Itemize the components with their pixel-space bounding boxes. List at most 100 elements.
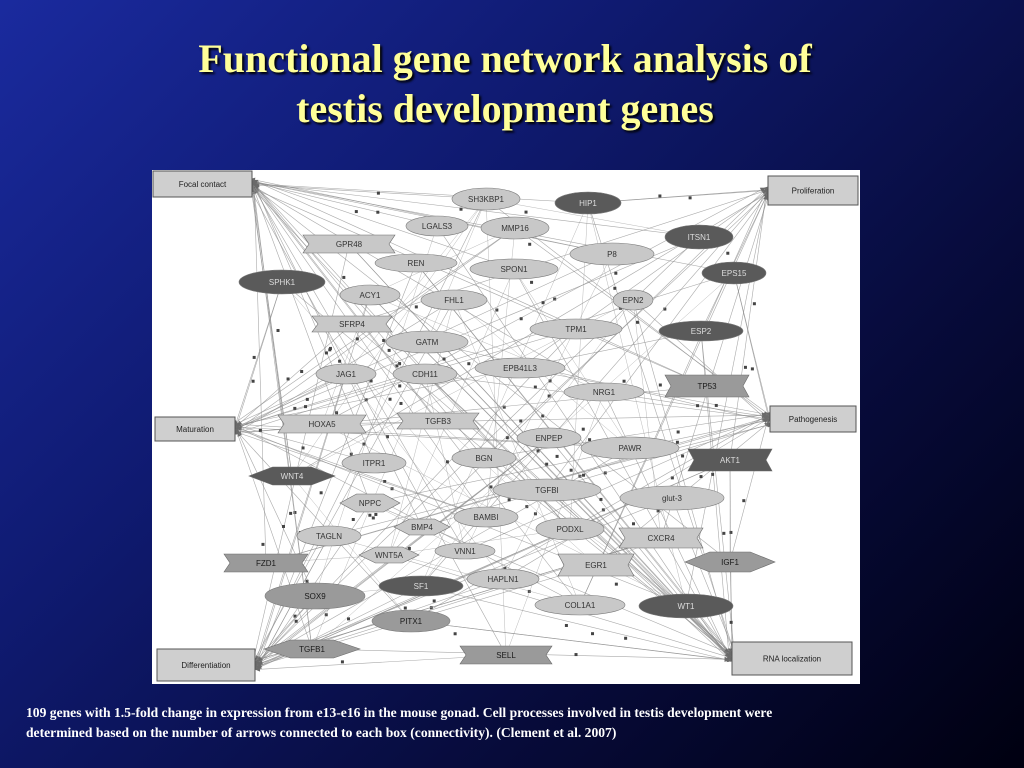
- gene-node-shape: [341, 452, 407, 474]
- edge-sh3kbp1-to-focal: [254, 184, 487, 200]
- edge-marker: [631, 522, 635, 526]
- gene-node-shape: [664, 224, 734, 250]
- gene-node-fhl1: FHL1: [420, 289, 488, 311]
- gene-node-shape: [569, 242, 655, 266]
- edge-eps15-to-patho: [733, 272, 770, 418]
- gene-node-shape: [392, 363, 458, 385]
- edge-marker: [614, 271, 618, 275]
- gene-node-akt1: AKT1: [687, 448, 773, 472]
- gene-node-label: TP53: [697, 382, 717, 391]
- gene-node-hoxa5: HOXA5: [277, 414, 367, 434]
- gene-node-shape: [535, 517, 605, 541]
- edge-jag1-to-matur: [232, 373, 347, 426]
- gene-node-itpr1: ITPR1: [341, 452, 407, 474]
- gene-node-tagln: TAGLN: [296, 525, 362, 547]
- edge-marker: [289, 511, 293, 515]
- edge-marker: [636, 320, 640, 324]
- edge-marker: [528, 242, 532, 246]
- process-box-rna: RNA localization: [731, 641, 853, 676]
- edge-marker: [495, 308, 499, 312]
- process-box-label: RNA localization: [763, 655, 821, 664]
- gene-node-ren: REN: [374, 253, 458, 273]
- gene-node-label: WNT4: [281, 472, 304, 481]
- gene-node-wnt5a: WNT5A: [358, 546, 420, 564]
- edge-marker: [376, 210, 380, 214]
- edge-spon1-to-wnt5a: [388, 268, 515, 556]
- edge-marker: [286, 377, 290, 381]
- gene-node-shape: [469, 258, 559, 280]
- edge-marker: [555, 454, 559, 458]
- edge-glut-3-to-rna: [671, 497, 735, 654]
- gene-node-label: TGFB1: [299, 645, 325, 654]
- edge-marker: [338, 359, 342, 363]
- gene-node-hip1: HIP1: [554, 191, 622, 215]
- gene-node-shape: [474, 357, 566, 379]
- edge-marker: [599, 497, 603, 501]
- gene-node-label: glut-3: [662, 494, 683, 503]
- edge-marker: [658, 194, 662, 198]
- gene-node-shape: [264, 582, 366, 610]
- edge-marker: [319, 491, 323, 495]
- edge-marker: [398, 362, 402, 366]
- edge-arrowhead: [764, 422, 770, 428]
- edge-marker: [574, 653, 578, 657]
- gene-node-label: SELL: [496, 651, 516, 660]
- gene-node-bmp4: BMP4: [393, 518, 451, 536]
- edge-arrowhead: [763, 418, 769, 424]
- gene-node-label: BAMBI: [474, 513, 499, 522]
- gene-node-shape: [302, 234, 396, 254]
- gene-node-label: HAPLN1: [487, 575, 519, 584]
- gene-node-shape: [358, 546, 420, 564]
- gene-node-tgfb3: TGFB3: [396, 412, 480, 430]
- edge-marker: [696, 404, 700, 408]
- edge-arrowhead: [254, 666, 261, 672]
- edge-marker: [407, 546, 411, 550]
- gene-node-label: PITX1: [400, 617, 423, 626]
- edge-marker: [276, 328, 280, 332]
- gene-node-sf1: SF1: [378, 575, 464, 597]
- gene-node-wt1: WT1: [638, 593, 734, 619]
- edge-marker: [699, 475, 703, 479]
- node-layer: Focal contactProliferationMaturationPath…: [152, 170, 859, 682]
- edge-marker: [675, 440, 679, 444]
- edge-arrowhead: [762, 415, 769, 420]
- edge-marker: [351, 517, 355, 521]
- edge-podxl-to-focal: [249, 185, 571, 530]
- gene-node-label: SH3KBP1: [468, 195, 505, 204]
- gene-node-itsn1: ITSN1: [664, 224, 734, 250]
- edge-marker: [258, 428, 262, 432]
- edge-marker: [581, 427, 585, 431]
- edge-lgals3-to-focal: [253, 182, 438, 227]
- gene-node-label: TPM1: [565, 325, 587, 334]
- gene-node-shape: [684, 551, 776, 573]
- edge-marker: [387, 348, 391, 352]
- edge-sell-to-focal: [249, 188, 507, 656]
- edge-marker: [743, 365, 747, 369]
- gene-node-gpr48: GPR48: [302, 234, 396, 254]
- edge-marker: [355, 337, 359, 341]
- edge-tagln-to-col1a1: [328, 535, 581, 606]
- edge-arrowhead: [257, 656, 263, 662]
- process-box-patho: Pathogenesis: [769, 405, 857, 433]
- edge-arrowhead: [235, 429, 240, 435]
- process-box-prolif: Proliferation: [767, 175, 859, 206]
- edge-arrowhead: [761, 412, 768, 418]
- gene-node-pitx1: PITX1: [371, 609, 451, 633]
- edge-sh3kbp1-to-gatm: [426, 198, 487, 343]
- gene-node-label: LGALS3: [422, 222, 453, 231]
- gene-node-shape: [339, 493, 401, 513]
- edge-marker: [624, 636, 628, 640]
- gene-node-enpep: ENPEP: [516, 427, 582, 449]
- gene-node-cxcr4: CXCR4: [618, 527, 704, 549]
- network-canvas: Focal contactProliferationMaturationPath…: [152, 170, 859, 682]
- edge-marker: [670, 476, 674, 480]
- gene-node-shape: [492, 478, 602, 502]
- edge-arrowhead: [727, 657, 734, 663]
- edge-marker: [349, 452, 353, 456]
- edge-arrowhead: [763, 194, 769, 200]
- gene-node-label: REN: [408, 259, 425, 268]
- process-box-label: Focal contact: [179, 180, 227, 189]
- edge-marker: [505, 436, 509, 440]
- edge-marker: [530, 280, 534, 284]
- gene-node-mmp16: MMP16: [480, 216, 550, 240]
